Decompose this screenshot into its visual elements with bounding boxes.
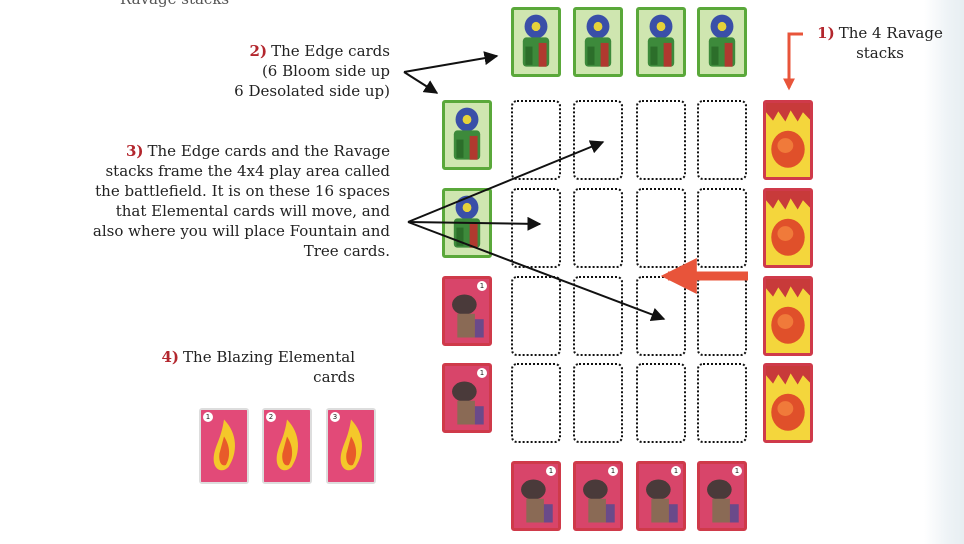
card-number-badge: 1 [477, 368, 487, 378]
note-text: Tree cards. [303, 242, 390, 260]
background-stripe [924, 0, 964, 544]
note-text: stacks frame the 4x4 play area called [105, 162, 390, 180]
note-text: cards [313, 368, 355, 386]
card-number-badge: 1 [477, 281, 487, 291]
battlefield-space [636, 276, 686, 356]
edge-card-bloom [697, 7, 747, 77]
note-blazing-elementals: 4)The Blazing Elemental cards [130, 347, 355, 387]
battlefield-space [573, 276, 623, 356]
note-number: 3) [125, 142, 144, 160]
note-text: The Edge cards [271, 42, 390, 60]
note-ravage-stacks: 1)The 4 Ravage stacks [805, 23, 955, 63]
note-number: 2) [249, 42, 268, 60]
ravage-stack [763, 276, 813, 356]
card-number-badge: 3 [330, 412, 340, 422]
ravage-stack [763, 100, 813, 180]
battlefield-space [511, 100, 561, 180]
card-number-badge: 1 [546, 466, 556, 476]
battlefield-space [697, 188, 747, 268]
edge-card-bloom [636, 7, 686, 77]
edge-card-desolated: 1 [697, 461, 747, 531]
note-text: 6 Desolated side up) [234, 82, 390, 100]
battlefield-space [573, 188, 623, 268]
battlefield-space [573, 100, 623, 180]
battlefield-space [511, 188, 561, 268]
edge-card-bloom [511, 7, 561, 77]
note-text: stacks [856, 44, 904, 62]
note-text: that Elemental cards will move, and [115, 202, 390, 220]
note-number: 1) [817, 24, 835, 42]
arrow-to-ravage-stack [783, 32, 803, 91]
edge-card-bloom [573, 7, 623, 77]
blazing-elemental-card: 3 [326, 408, 376, 484]
arrow-to-left-edge [403, 71, 439, 94]
edge-card-desolated: 1 [511, 461, 561, 531]
note-text: also where you will place Fountain and [92, 222, 390, 240]
card-number-badge: 1 [203, 412, 213, 422]
note-text: The Edge cards and the Ravage [147, 142, 390, 160]
battlefield-space [573, 363, 623, 443]
blazing-elemental-card: 2 [262, 408, 312, 484]
edge-card-desolated: 1 [636, 461, 686, 531]
battlefield-space [697, 100, 747, 180]
battlefield-space [697, 363, 747, 443]
note-battlefield: 3)The Edge cards and the Ravage stacks f… [5, 141, 390, 261]
note-text: the battlefield. It is on these 16 space… [95, 182, 390, 200]
ravage-stack [763, 188, 813, 268]
edge-card-bloom [442, 188, 492, 258]
card-number-badge: 1 [671, 466, 681, 476]
note-text: The Blazing Elemental [183, 348, 355, 366]
battlefield-space [636, 363, 686, 443]
battlefield-space [511, 276, 561, 356]
edge-card-desolated: 1 [442, 363, 492, 433]
battlefield-space [636, 188, 686, 268]
battlefield-space [697, 276, 747, 356]
note-text: The 4 Ravage [838, 24, 943, 42]
note-clipped-top: Ravage stacks [120, 0, 229, 9]
edge-card-bloom [442, 100, 492, 170]
edge-card-desolated: 1 [573, 461, 623, 531]
blazing-elemental-card: 1 [199, 408, 249, 484]
edge-card-desolated: 1 [442, 276, 492, 346]
battlefield-space [636, 100, 686, 180]
note-number: 4) [161, 348, 180, 366]
card-number-badge: 1 [608, 466, 618, 476]
card-number-badge: 2 [266, 412, 276, 422]
arrow-to-top-edge [403, 51, 499, 73]
note-edge-cards: 2)The Edge cards (6 Bloom side up 6 Deso… [150, 41, 390, 101]
battlefield-space [511, 363, 561, 443]
ravage-stack [763, 363, 813, 443]
card-number-badge: 1 [732, 466, 742, 476]
note-text: (6 Bloom side up [261, 62, 390, 80]
